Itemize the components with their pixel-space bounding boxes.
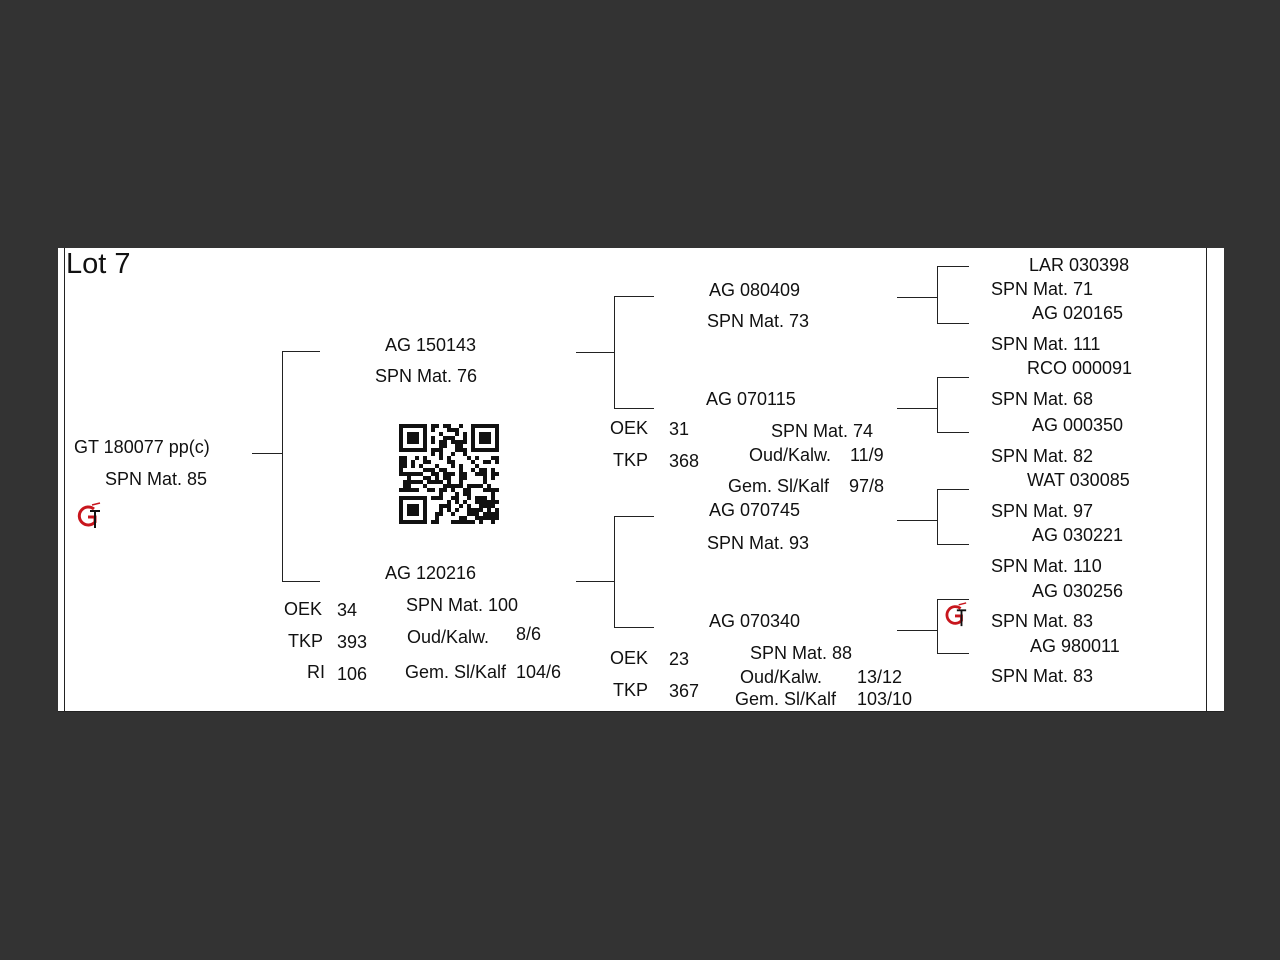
- connector: [614, 296, 654, 297]
- dam-ri-value: 106: [337, 664, 368, 684]
- ds-dam-mat: SPN Mat. 110: [991, 556, 1102, 576]
- sd-sire-id: RCO 000091: [1027, 358, 1133, 378]
- ss-dam-id: AG 020165: [1032, 303, 1124, 323]
- gt-logo-icon: [945, 602, 967, 627]
- connector: [897, 408, 937, 409]
- connector: [614, 296, 615, 408]
- sire-dam-gem-value: 97/8: [849, 476, 885, 496]
- right-border: [1206, 248, 1207, 712]
- sire-dam-tkp-value: 368: [669, 451, 700, 471]
- connector: [937, 432, 969, 433]
- sire-dam-oek-label: OEK: [610, 418, 649, 438]
- gt-logo-icon: [77, 502, 101, 528]
- sire-sire-id: AG 080409: [709, 280, 801, 300]
- connector: [937, 599, 969, 600]
- connector: [252, 453, 282, 454]
- dam-mat: SPN Mat. 100: [406, 595, 519, 615]
- sire-dam-oek-value: 31: [669, 419, 690, 439]
- dd-sire-mat: SPN Mat. 83: [991, 611, 1094, 631]
- animal-mat: SPN Mat. 85: [105, 469, 208, 489]
- sire-dam-tkp-label: TKP: [613, 450, 649, 470]
- dam-sire-mat: SPN Mat. 93: [707, 533, 810, 553]
- dam-dam-oek-label: OEK: [610, 648, 649, 668]
- dam-oud-label: Oud/Kalw.: [407, 627, 490, 647]
- dam-oek-value: 34: [337, 600, 358, 620]
- sd-sire-mat: SPN Mat. 68: [991, 389, 1094, 409]
- dam-tkp-label: TKP: [288, 631, 324, 651]
- connector: [614, 627, 654, 628]
- connector: [897, 520, 937, 521]
- lot-title: Lot 7: [66, 248, 131, 280]
- animal-id: GT 180077 pp(c): [74, 437, 210, 457]
- connector: [897, 630, 937, 631]
- left-border: [64, 248, 65, 712]
- dd-sire-id: AG 030256: [1032, 581, 1124, 601]
- dam-gem-value: 104/6: [516, 662, 562, 682]
- dam-dam-gem-label: Gem. Sl/Kalf: [735, 689, 837, 709]
- dam-sire-id: AG 070745: [709, 500, 801, 520]
- connector: [937, 266, 969, 267]
- sire-dam-oud-label: Oud/Kalw.: [749, 445, 832, 465]
- sire-sire-mat: SPN Mat. 73: [707, 311, 810, 331]
- dam-dam-oek-value: 23: [669, 649, 690, 669]
- connector: [937, 377, 938, 432]
- connector: [937, 489, 938, 544]
- ds-sire-id: WAT 030085: [1027, 470, 1130, 490]
- connector: [897, 297, 937, 298]
- qr-code-icon: [399, 424, 499, 524]
- connector: [282, 581, 320, 582]
- ds-sire-mat: SPN Mat. 97: [991, 501, 1094, 521]
- connector: [576, 581, 614, 582]
- dam-dam-tkp-value: 367: [669, 681, 700, 701]
- dd-dam-id: AG 980011: [1030, 636, 1120, 656]
- connector: [614, 516, 654, 517]
- connector: [282, 351, 283, 581]
- dam-dam-tkp-label: TKP: [613, 680, 649, 700]
- dam-dam-mat: SPN Mat. 88: [750, 643, 853, 663]
- sire-id: AG 150143: [385, 335, 477, 355]
- sd-dam-mat: SPN Mat. 82: [991, 446, 1094, 466]
- sire-dam-mat: SPN Mat. 74: [771, 421, 874, 441]
- dam-dam-oud-value: 13/12: [857, 667, 903, 687]
- dam-ri-label: RI: [307, 662, 325, 682]
- sire-dam-id: AG 070115: [706, 389, 796, 409]
- sire-dam-oud-value: 11/9: [850, 445, 884, 465]
- connector: [937, 544, 969, 545]
- dd-dam-mat: SPN Mat. 83: [991, 666, 1094, 686]
- ss-dam-mat: SPN Mat. 111: [991, 334, 1101, 354]
- sire-mat: SPN Mat. 76: [375, 366, 478, 386]
- connector: [937, 266, 938, 323]
- connector: [937, 323, 969, 324]
- connector: [937, 599, 938, 653]
- dam-oek-label: OEK: [284, 599, 323, 619]
- connector: [576, 352, 614, 353]
- bottom-border: [58, 711, 1224, 712]
- connector: [282, 351, 320, 352]
- sire-dam-gem-label: Gem. Sl/Kalf: [728, 476, 830, 496]
- dam-dam-id: AG 070340: [709, 611, 801, 631]
- sd-dam-id: AG 000350: [1032, 415, 1124, 435]
- connector: [937, 653, 969, 654]
- dam-gem-label: Gem. Sl/Kalf: [405, 662, 507, 682]
- dam-dam-gem-value: 103/10: [857, 689, 913, 709]
- pedigree-sheet: Lot 7 GT 180077 pp(c) SPN Mat. 85 AG 150…: [58, 248, 1224, 712]
- dam-dam-oud-label: Oud/Kalw.: [740, 667, 823, 687]
- dam-id: AG 120216: [385, 563, 477, 583]
- ss-sire-mat: SPN Mat. 71: [991, 279, 1094, 299]
- ss-sire-id: LAR 030398: [1029, 255, 1130, 275]
- connector: [937, 489, 969, 490]
- connector: [937, 377, 969, 378]
- connector: [614, 516, 615, 627]
- dam-tkp-value: 393: [337, 632, 368, 652]
- dam-oud-value: 8/6: [516, 624, 542, 644]
- connector: [614, 408, 654, 409]
- ds-dam-id: AG 030221: [1032, 525, 1124, 545]
